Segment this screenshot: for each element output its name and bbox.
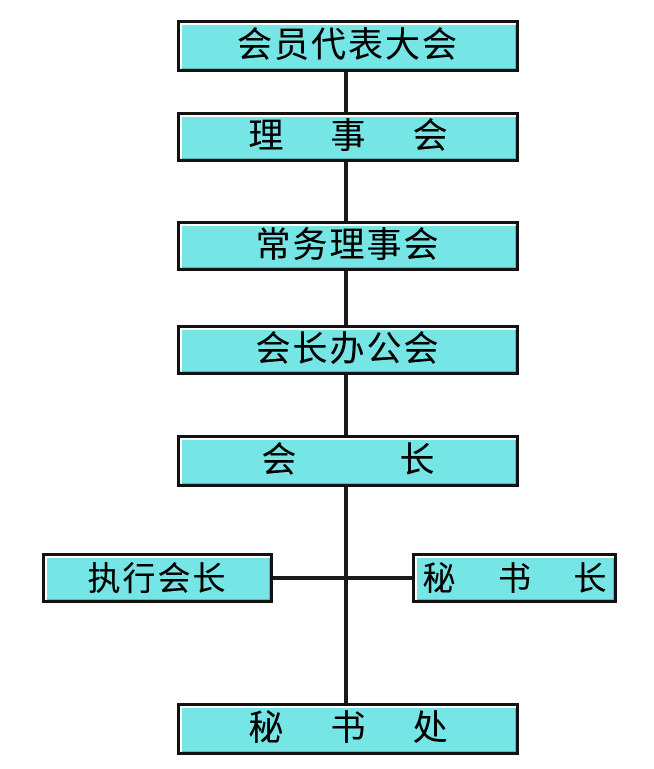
connector-members-to-council (344, 70, 348, 114)
connector-executive-to-secretary-general (272, 576, 413, 580)
node-secretary-general[interactable]: 秘 书 长 (412, 553, 617, 603)
node-label: 常务理事会 (255, 225, 441, 266)
node-president[interactable]: 会 长 (177, 435, 519, 487)
node-standing-council[interactable]: 常务理事会 (177, 221, 519, 271)
node-label: 执行会长 (87, 558, 228, 598)
node-members-assembly[interactable]: 会员代表大会 (177, 20, 519, 72)
node-president-office-meeting[interactable]: 会长办公会 (177, 325, 519, 375)
node-label: 会员代表大会 (236, 25, 459, 66)
node-label: 会长办公会 (255, 329, 441, 370)
connector-council-to-standing (344, 160, 348, 223)
connector-president-to-secretariat (344, 485, 348, 705)
node-label: 理 事 会 (248, 116, 466, 157)
node-council[interactable]: 理 事 会 (177, 112, 519, 162)
connector-office-to-president (344, 373, 348, 437)
node-label: 秘 书 处 (248, 708, 466, 749)
node-executive-president[interactable]: 执行会长 (42, 553, 273, 603)
node-secretariat[interactable]: 秘 书 处 (177, 703, 519, 755)
connector-standing-to-office (344, 269, 348, 327)
node-label: 秘 书 长 (422, 558, 623, 598)
node-label: 会 长 (261, 440, 481, 481)
